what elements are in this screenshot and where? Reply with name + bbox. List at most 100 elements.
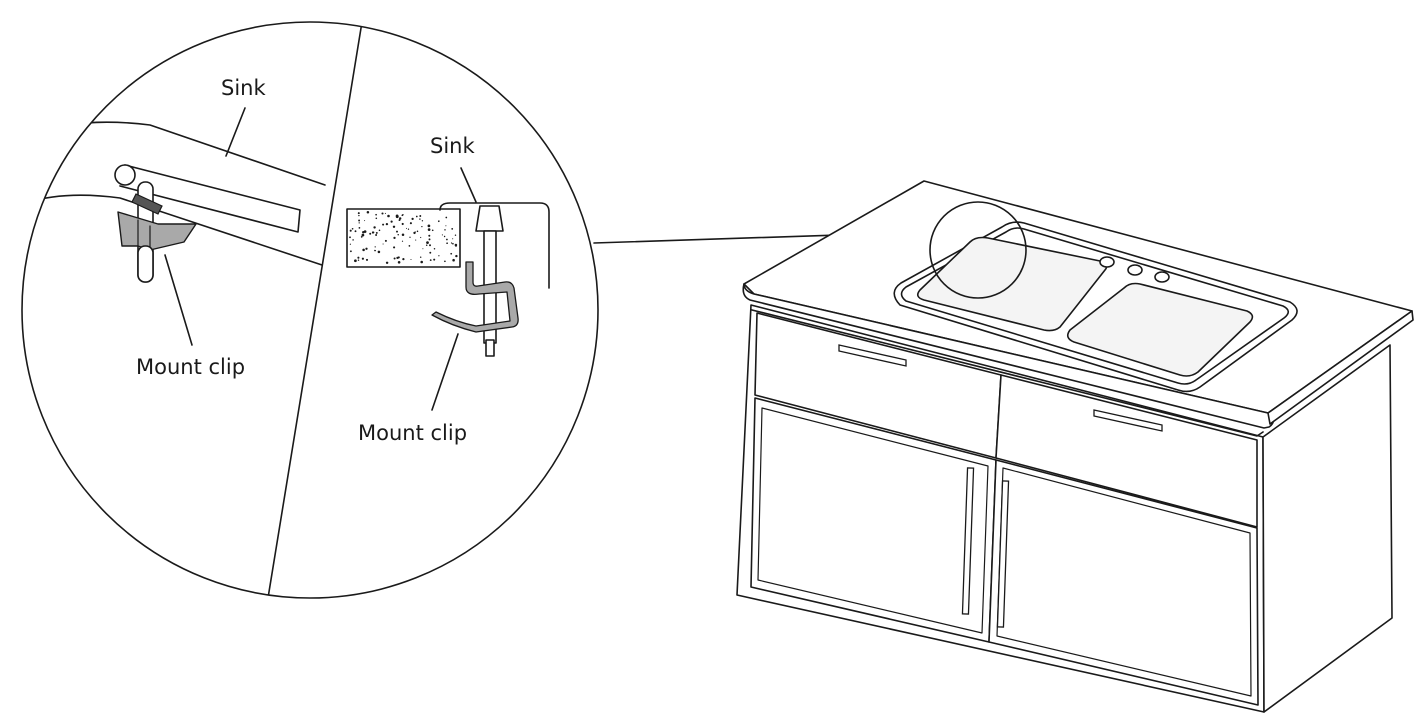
speckle-dot xyxy=(396,230,398,233)
right-mount-clip xyxy=(431,261,519,333)
speckle-dot xyxy=(426,241,429,244)
left-door-inset xyxy=(757,407,989,634)
speckle-dot xyxy=(357,256,360,259)
left-clip-leader xyxy=(164,254,193,346)
speckle-dot xyxy=(363,230,367,233)
detail-magnifier: Sink Mount clip Sink Mount clip xyxy=(21,21,599,599)
sink-inner-rim xyxy=(900,227,1290,385)
speckle-dot xyxy=(427,224,431,228)
speckle-dot xyxy=(401,240,404,242)
speckle-dot xyxy=(366,210,370,214)
speckle-dot xyxy=(415,239,417,241)
clip-bolt-lower xyxy=(137,245,154,283)
bolt-head xyxy=(475,205,504,232)
speckle-dot xyxy=(351,227,354,230)
speckle-dot xyxy=(358,227,361,229)
cabinet-body-side xyxy=(1262,344,1393,713)
sink-rim-slot xyxy=(119,164,301,233)
speckle-dot xyxy=(354,259,357,263)
speckle-dot xyxy=(398,219,401,222)
speckle-dot xyxy=(433,258,436,261)
speckle-dot xyxy=(431,229,434,232)
speckle-dot xyxy=(387,214,390,218)
speckle-dot xyxy=(393,246,396,249)
speckle-dot xyxy=(352,239,354,241)
speckle-dot xyxy=(364,220,366,222)
speckle-dot xyxy=(409,222,412,225)
clip-body xyxy=(117,211,197,251)
right-door-face xyxy=(988,459,1259,706)
speckle-dot xyxy=(385,261,389,265)
speckle-dot xyxy=(375,217,378,220)
speckle-dot xyxy=(384,239,387,242)
speckle-dot xyxy=(410,258,412,261)
speckle-dot xyxy=(357,259,360,261)
speckle-dot xyxy=(452,258,455,262)
speckle-dot xyxy=(455,245,457,247)
speckle-dot xyxy=(444,260,446,263)
speckle-dot xyxy=(414,231,416,233)
sink-rim-pin xyxy=(114,164,136,186)
speckle-dot xyxy=(384,212,386,214)
right-detail-view xyxy=(346,167,550,411)
speckle-dot xyxy=(421,225,423,228)
speckle-dot xyxy=(392,225,396,228)
speckle-dot xyxy=(450,252,453,255)
speckle-dot xyxy=(373,231,375,233)
speckle-dot xyxy=(377,250,381,254)
speckle-dot xyxy=(398,217,402,220)
speckle-dot xyxy=(349,229,352,232)
bolt-tip xyxy=(485,339,495,357)
detail-circle-outline xyxy=(21,21,599,599)
faucet-hole-center xyxy=(1127,264,1143,276)
left-sink-leader xyxy=(225,107,246,157)
right-clip-leader xyxy=(431,333,459,411)
speckle-dot xyxy=(419,218,421,220)
vanity-cabinet xyxy=(736,180,1414,713)
speckle-dot xyxy=(375,234,378,236)
speckle-dot xyxy=(411,217,414,221)
speckle-dot xyxy=(393,257,396,260)
speckle-dot xyxy=(429,251,432,254)
speckle-dot xyxy=(401,222,404,226)
speckle-dot xyxy=(375,231,378,234)
speckle-dot xyxy=(357,212,360,215)
speckle-dot xyxy=(446,242,448,245)
speckle-dot xyxy=(408,245,411,247)
sink-flange-profile xyxy=(439,202,550,289)
faucet-hole-right xyxy=(1154,271,1170,283)
right-sink-leader xyxy=(460,167,477,203)
speckle-dot xyxy=(349,250,352,253)
speckle-dot xyxy=(450,242,453,244)
speckle-dot xyxy=(428,238,431,241)
speckle-dot xyxy=(374,249,376,252)
right-door xyxy=(988,459,1259,706)
speckle-dot xyxy=(441,234,443,236)
clip-top-tab xyxy=(131,193,163,215)
speckle-dot xyxy=(374,246,376,248)
right-door-handle xyxy=(996,480,1010,628)
speckle-dot xyxy=(438,255,440,257)
speckle-dot xyxy=(409,236,411,238)
left-door-handle xyxy=(961,467,975,615)
speckle-dot xyxy=(433,248,436,250)
speckle-dot xyxy=(385,222,389,226)
double-sink xyxy=(893,221,1298,393)
speckle-dot xyxy=(365,258,369,261)
speckle-dot xyxy=(445,225,447,227)
speckle-dot xyxy=(452,238,454,240)
speckle-dot xyxy=(445,216,448,219)
right-basin xyxy=(1066,282,1254,377)
speckle-dot xyxy=(452,242,454,245)
speckle-dot xyxy=(365,247,368,250)
counter-top-edge xyxy=(22,121,326,186)
speckle-dot xyxy=(393,236,396,240)
speckle-dot xyxy=(419,215,422,217)
speckle-dot xyxy=(454,243,458,247)
speckle-dot xyxy=(361,257,364,260)
speckle-dot xyxy=(378,229,381,232)
speckle-dot xyxy=(454,234,457,236)
right-drawer-handle xyxy=(1093,409,1163,432)
left-sink-label: Sink xyxy=(221,76,266,100)
